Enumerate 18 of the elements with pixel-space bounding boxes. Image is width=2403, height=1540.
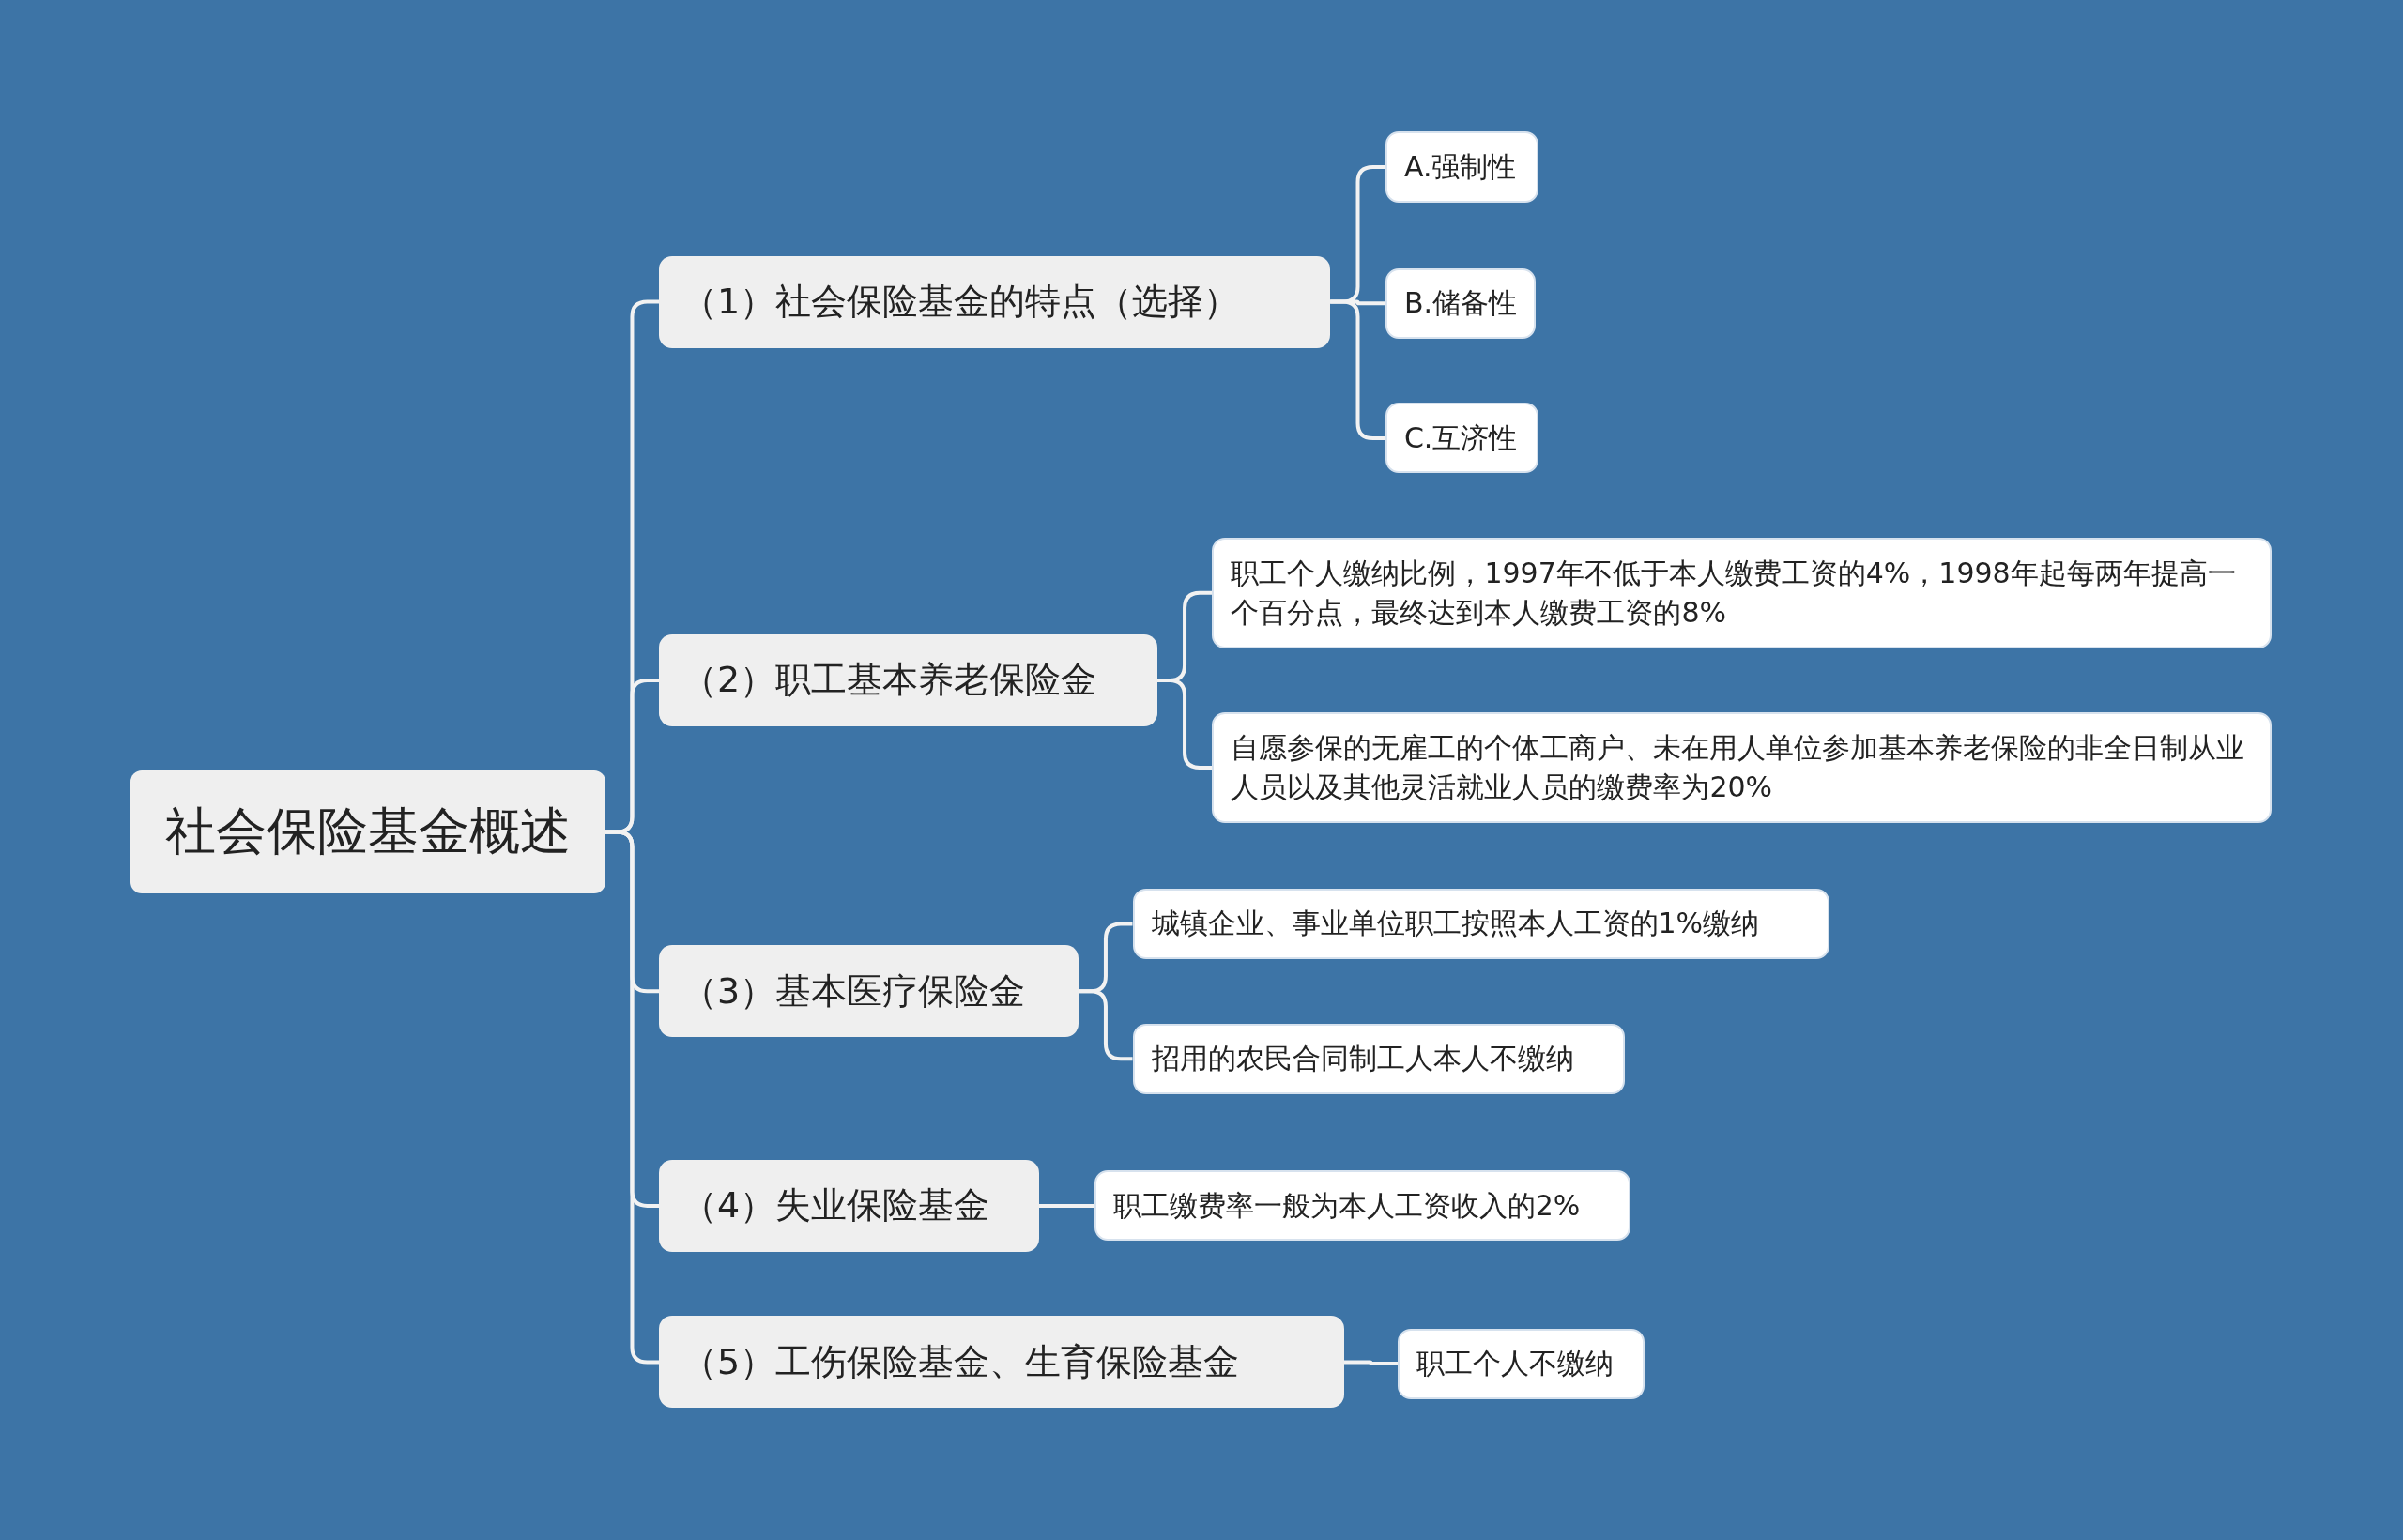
branch-topic-box: （4）失业保险基金: [659, 1159, 1039, 1252]
connector-line: [1038, 1203, 1094, 1208]
leaf-topic-box: B.储备性: [1385, 267, 1537, 339]
branch-topic-box: （3）基本医疗保险金: [659, 945, 1079, 1038]
root-topic-box: 社会保险基金概述: [130, 770, 605, 893]
connector-line: [605, 830, 660, 1365]
leaf-topic-box: 招用的农民合同制工人本人不缴纳: [1132, 1023, 1625, 1094]
leaf-topic-box: 职工个人不缴纳: [1397, 1328, 1645, 1399]
leaf-topic-box: A.强制性: [1385, 131, 1539, 203]
leaf-topic-box: 自愿参保的无雇工的个体工商户、未在用人单位参加基本养老保险的非全日制从业人员以及其他灵活就业人员的缴费率为20%: [1212, 712, 2272, 823]
connector-line: [1343, 1360, 1398, 1366]
leaf-topic-box: C.互济性: [1385, 403, 1539, 474]
branch-topic-box: （5）工伤保险基金、生育保险基金: [659, 1316, 1344, 1409]
leaf-topic-box: 城镇企业、事业单位职工按照本人工资的1%缴纳: [1132, 888, 1830, 960]
branch-topic-box: （1）社会保险基金的特点（选择）: [659, 255, 1331, 348]
leaf-topic-box: 职工缴费率一般为本人工资收入的2%: [1094, 1170, 1631, 1242]
leaf-topic-box: 职工个人缴纳比例，1997年不低于本人缴费工资的4%，1998年起每两年提高一个百分点，最终达到本人缴费工资的8%: [1212, 538, 2272, 648]
branch-topic-box: （2）职工基本养老保险金: [659, 633, 1157, 726]
